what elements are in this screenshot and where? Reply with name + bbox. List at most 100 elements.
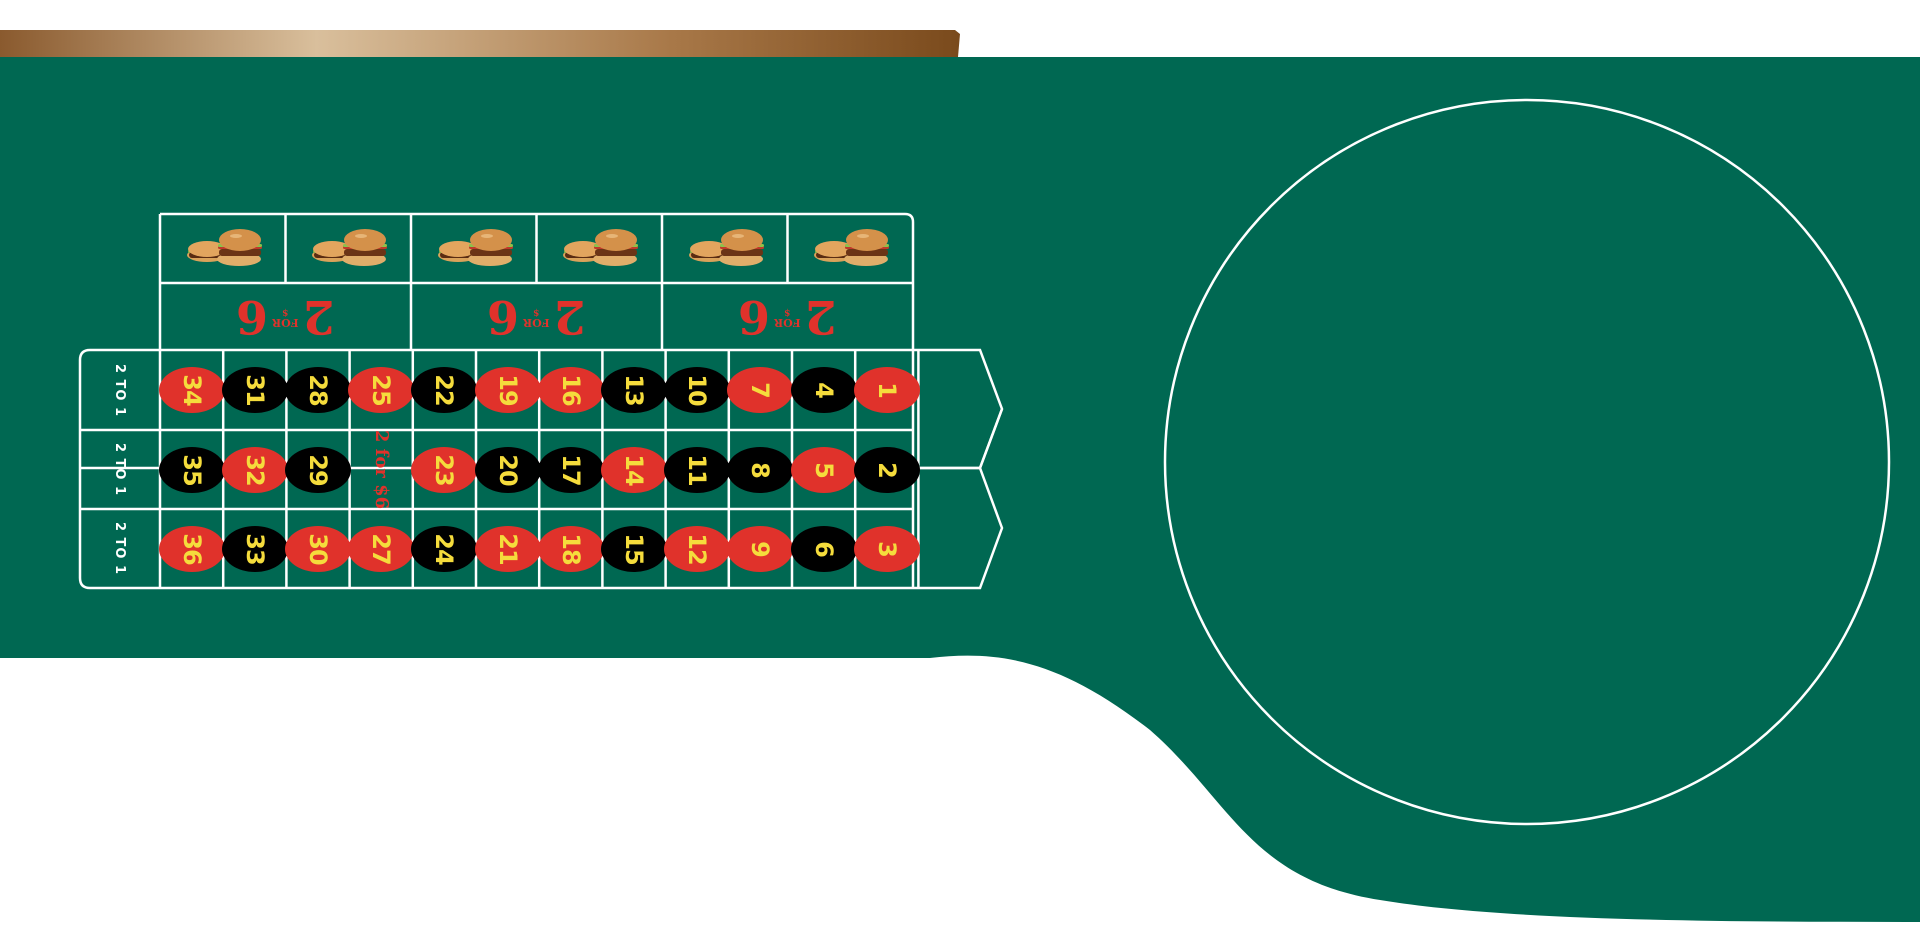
promo-quantity: 2 bbox=[302, 289, 335, 344]
number-cell-24[interactable]: 24 bbox=[411, 509, 478, 588]
food-bet-cell[interactable] bbox=[788, 214, 914, 283]
number-cell-19[interactable]: 19 bbox=[474, 350, 541, 430]
number-label: 15 bbox=[619, 532, 648, 565]
number-cell-23[interactable]: 23 bbox=[411, 430, 478, 509]
number-cell-21[interactable]: 21 bbox=[474, 509, 541, 588]
number-label: 13 bbox=[619, 374, 648, 406]
number-cell-18[interactable]: 18 bbox=[537, 509, 604, 588]
number-cell-22[interactable]: 22 bbox=[411, 350, 478, 430]
number-cell-25[interactable]: 25 bbox=[348, 350, 415, 430]
number-label: 28 bbox=[303, 374, 332, 406]
red-number-oval: 3 bbox=[853, 525, 920, 572]
number-cell-29[interactable]: 29 bbox=[284, 430, 351, 509]
number-cell-3[interactable]: 3 bbox=[853, 509, 920, 588]
number-label: 14 bbox=[619, 453, 648, 486]
number-cell-33[interactable]: 33 bbox=[221, 509, 288, 588]
black-number-oval: 31 bbox=[221, 367, 288, 413]
number-cell-35[interactable]: 35 bbox=[158, 430, 225, 509]
red-number-oval: 27 bbox=[348, 525, 415, 572]
column-bet-label: 2 TO 1 bbox=[112, 363, 128, 417]
number-cell-17[interactable]: 17 bbox=[537, 430, 604, 509]
black-number-oval: 29 bbox=[284, 446, 351, 493]
red-number-oval: 25 bbox=[348, 367, 415, 413]
black-number-oval: 33 bbox=[221, 525, 288, 572]
black-number-oval: 6 bbox=[790, 525, 857, 572]
felt-surface bbox=[0, 57, 1920, 922]
number-cell-13[interactable]: 13 bbox=[600, 350, 667, 430]
number-cell-30[interactable]: 30 bbox=[284, 509, 351, 588]
number-label: 36 bbox=[177, 532, 206, 565]
black-number-oval: 24 bbox=[411, 525, 478, 572]
number-label: 19 bbox=[493, 374, 522, 406]
red-number-oval: 36 bbox=[158, 525, 225, 572]
number-cell-1[interactable]: 1 bbox=[853, 350, 920, 430]
number-cell-20[interactable]: 20 bbox=[474, 430, 541, 509]
food-bet-cell[interactable] bbox=[286, 214, 412, 283]
food-bet-cell[interactable] bbox=[411, 214, 537, 283]
number-label: 32 bbox=[240, 453, 269, 486]
number-cell-4[interactable]: 4 bbox=[790, 350, 857, 430]
number-cell-8[interactable]: 8 bbox=[727, 430, 794, 509]
burger-combo-icon bbox=[814, 228, 890, 266]
promo-price: 6 bbox=[236, 289, 269, 344]
number-cell-9[interactable]: 9 bbox=[727, 509, 794, 588]
food-bet-cell[interactable] bbox=[662, 214, 788, 283]
number-label: 8 bbox=[746, 461, 775, 478]
promo-price: 6 bbox=[487, 289, 520, 344]
red-number-oval: 5 bbox=[790, 446, 857, 493]
red-number-oval: 14 bbox=[600, 446, 667, 493]
number-cell-15[interactable]: 15 bbox=[600, 509, 667, 588]
promo-for-dollar: FOR$ bbox=[774, 306, 801, 329]
number-cell-36[interactable]: 36 bbox=[158, 509, 225, 588]
number-cell-2[interactable]: 2 bbox=[853, 430, 920, 509]
number-label: 12 bbox=[683, 532, 712, 565]
number-cell-28[interactable]: 28 bbox=[284, 350, 351, 430]
black-number-oval: 8 bbox=[727, 446, 794, 493]
number-cell-7[interactable]: 7 bbox=[727, 350, 794, 430]
promo-for: FOR bbox=[774, 315, 801, 329]
number-cell-6[interactable]: 6 bbox=[790, 509, 857, 588]
black-number-oval: 2 bbox=[853, 446, 920, 493]
food-bet-cell[interactable] bbox=[160, 214, 286, 283]
number-label: 35 bbox=[177, 453, 206, 486]
number-cell-10[interactable]: 10 bbox=[664, 350, 731, 430]
promo-for: FOR bbox=[523, 315, 550, 329]
number-cell-27[interactable]: 27 bbox=[348, 509, 415, 588]
number-cell-14[interactable]: 14 bbox=[600, 430, 667, 509]
red-number-oval: 19 bbox=[474, 367, 541, 413]
red-number-oval: 32 bbox=[221, 446, 288, 493]
number-cell-5[interactable]: 5 bbox=[790, 430, 857, 509]
column-bet-2to1[interactable]: 2 TO 1 bbox=[80, 509, 160, 588]
number-cell-12[interactable]: 12 bbox=[664, 509, 731, 588]
number-label: 22 bbox=[430, 374, 459, 406]
number-cell-16[interactable]: 16 bbox=[537, 350, 604, 430]
promo-for-dollar: FOR$ bbox=[272, 306, 299, 329]
number-cell-34[interactable]: 34 bbox=[158, 350, 225, 430]
red-number-oval: 9 bbox=[727, 525, 794, 572]
number-cell-11[interactable]: 11 bbox=[664, 430, 731, 509]
number-label: 27 bbox=[367, 532, 396, 565]
column-bet-2to1[interactable]: 2 TO 1 bbox=[80, 430, 160, 509]
wheel-placeholder-circle bbox=[1163, 98, 1891, 826]
promo-for-dollar: FOR$ bbox=[523, 306, 550, 329]
number-cell-32[interactable]: 32 bbox=[221, 430, 288, 509]
black-number-oval: 28 bbox=[284, 367, 351, 413]
column-bet-2to1[interactable]: 2 TO 1 bbox=[80, 350, 160, 430]
number-cell-31[interactable]: 31 bbox=[221, 350, 288, 430]
food-bet-cell[interactable] bbox=[537, 214, 663, 283]
number-label: 34 bbox=[177, 374, 206, 406]
number-label: 3 bbox=[872, 540, 901, 557]
black-number-oval: 10 bbox=[664, 367, 731, 413]
inline-promo-cell[interactable]: 2 for $6 bbox=[350, 430, 413, 509]
number-label: 17 bbox=[556, 453, 585, 486]
promo-dollar: $ bbox=[533, 306, 540, 317]
red-number-oval: 21 bbox=[474, 525, 541, 572]
number-label: 2 bbox=[872, 461, 901, 478]
black-number-oval: 22 bbox=[411, 367, 478, 413]
black-number-oval: 15 bbox=[600, 525, 667, 572]
